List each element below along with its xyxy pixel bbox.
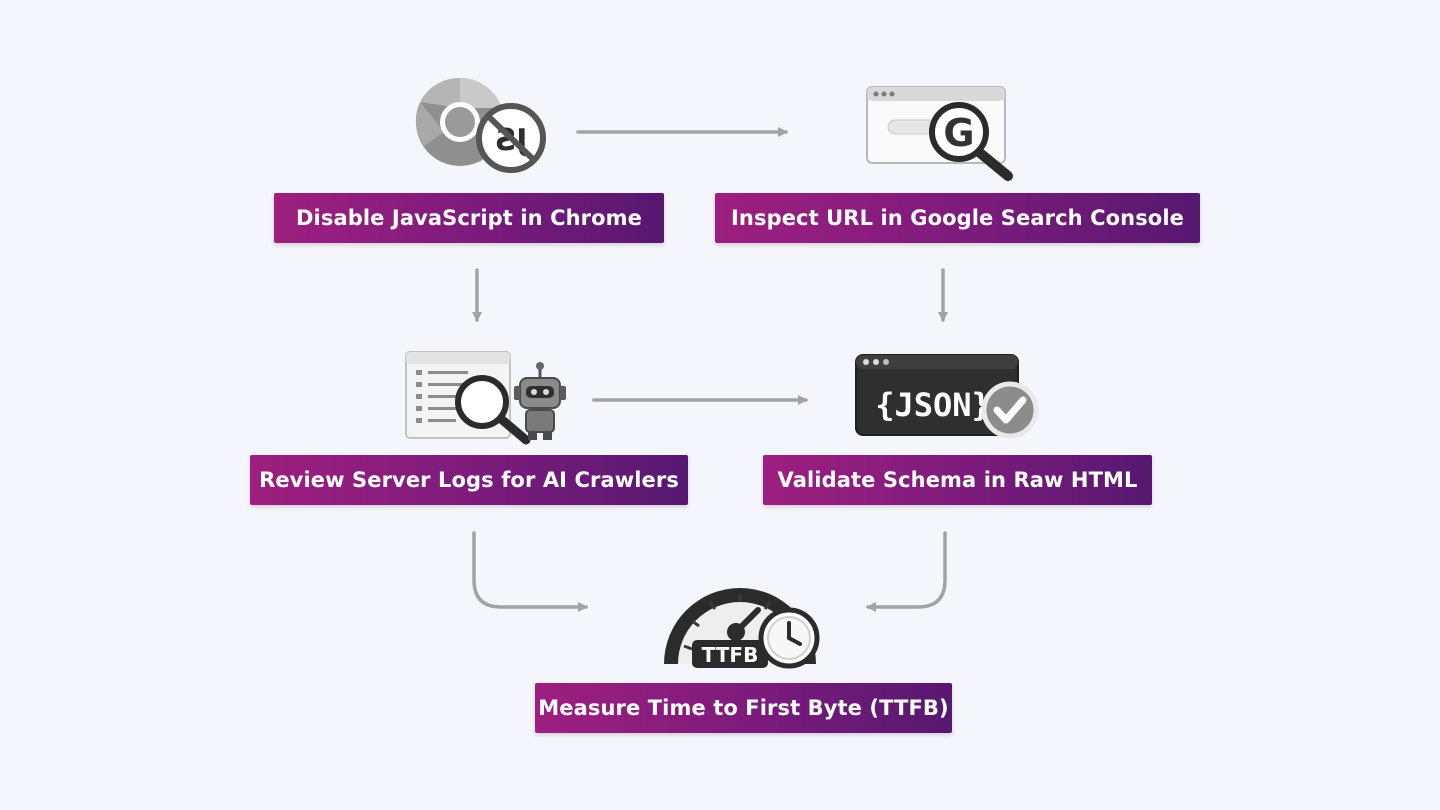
- step-label: Disable JavaScript in Chrome: [296, 206, 642, 230]
- svg-text:G: G: [943, 111, 974, 155]
- step-inspect-url: Inspect URL in Google Search Console: [715, 193, 1200, 243]
- step-disable-javascript: Disable JavaScript in Chrome: [274, 193, 664, 243]
- step-review-server-logs: Review Server Logs for AI Crawlers: [250, 455, 688, 505]
- step-label: Validate Schema in Raw HTML: [777, 468, 1138, 492]
- chrome-no-js-icon: JS: [415, 77, 546, 173]
- step-label: Inspect URL in Google Search Console: [731, 206, 1184, 230]
- step-validate-schema: Validate Schema in Raw HTML: [763, 455, 1152, 505]
- step-label: Review Server Logs for AI Crawlers: [259, 468, 679, 492]
- arrow-validate-schema-to-ttfb: [866, 531, 947, 612]
- step-label: Measure Time to First Byte (TTFB): [538, 696, 949, 720]
- server-logs-robot-icon: [405, 351, 566, 445]
- svg-text:TTFB: TTFB: [702, 643, 759, 667]
- ttfb-gauge-icon: TTFB: [664, 588, 820, 669]
- step-measure-ttfb: Measure Time to First Byte (TTFB): [535, 683, 952, 733]
- arrow-server-logs-to-ttfb: [472, 531, 588, 612]
- json-checkmark-icon: {JSON}: [855, 354, 1039, 439]
- google-search-console-icon: G: [866, 86, 1013, 181]
- svg-text:{JSON}: {JSON}: [875, 386, 991, 424]
